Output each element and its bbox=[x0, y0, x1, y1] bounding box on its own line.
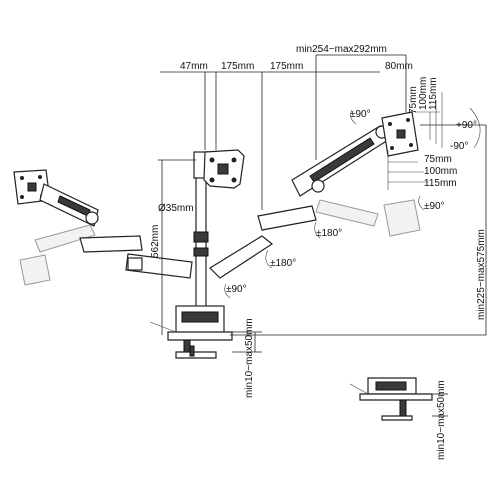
dim-top-range: min254~max292mm bbox=[296, 44, 387, 55]
dim-175-b: 175mm bbox=[270, 61, 303, 72]
dim-height-range: min225~max575mm bbox=[476, 229, 487, 320]
dim-clamp-range: min10~max50mm bbox=[244, 318, 255, 398]
dim-grommet-range: min10~max50mm bbox=[436, 380, 447, 460]
angle-tilt-down: -90° bbox=[450, 141, 468, 152]
angle-swivel-top: ±90° bbox=[350, 109, 371, 120]
dim-vesa-100-v: 100mm bbox=[418, 77, 429, 110]
top-vesa-plate bbox=[193, 149, 245, 189]
grommet-mount bbox=[359, 377, 433, 421]
angle-rotate-lower-arm: ±180° bbox=[270, 258, 296, 269]
dim-vesa-115-h: 115mm bbox=[424, 178, 457, 189]
dim-pole-height: 562mm bbox=[150, 225, 161, 258]
desk-clamp bbox=[167, 305, 233, 359]
dim-vesa-75-h: 75mm bbox=[424, 154, 452, 165]
left-arm bbox=[13, 169, 193, 286]
angle-rotate-base: ±90° bbox=[226, 284, 247, 295]
dim-80: 80mm bbox=[385, 61, 413, 72]
angle-swivel-right: ±90° bbox=[424, 201, 445, 212]
angle-rotate-forearm: ±180° bbox=[316, 228, 342, 239]
dim-pole-diameter: Ø35mm bbox=[158, 203, 194, 214]
angle-tilt-up: +90° bbox=[456, 120, 477, 131]
dim-175-a: 175mm bbox=[221, 61, 254, 72]
right-arm bbox=[209, 111, 421, 279]
dim-vesa-115-v: 115mm bbox=[428, 77, 439, 110]
dimension-lines bbox=[149, 54, 487, 417]
rotation-arcs bbox=[224, 107, 481, 299]
dim-vesa-75-v: 75mm bbox=[408, 86, 419, 114]
dim-vesa-100-h: 100mm bbox=[424, 166, 457, 177]
dim-47: 47mm bbox=[180, 61, 208, 72]
